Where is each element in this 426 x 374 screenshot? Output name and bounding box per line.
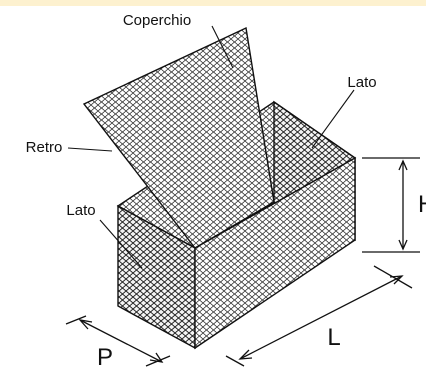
top-band (0, 0, 426, 6)
length-label: L (327, 324, 340, 351)
front-panel (194, 156, 356, 350)
depth-label: P (97, 344, 113, 371)
leader-lines (67, 25, 355, 269)
lid-panel (82, 26, 275, 249)
depth-dimension (65, 315, 171, 367)
height-label: H (418, 191, 426, 218)
left-side-label: Lato (66, 202, 95, 219)
length-dimension (225, 265, 413, 367)
height-dimension (362, 157, 420, 253)
back-label: Retro (26, 139, 63, 156)
right-side-label: Lato (347, 74, 376, 91)
lid-label: Coperchio (123, 12, 191, 29)
